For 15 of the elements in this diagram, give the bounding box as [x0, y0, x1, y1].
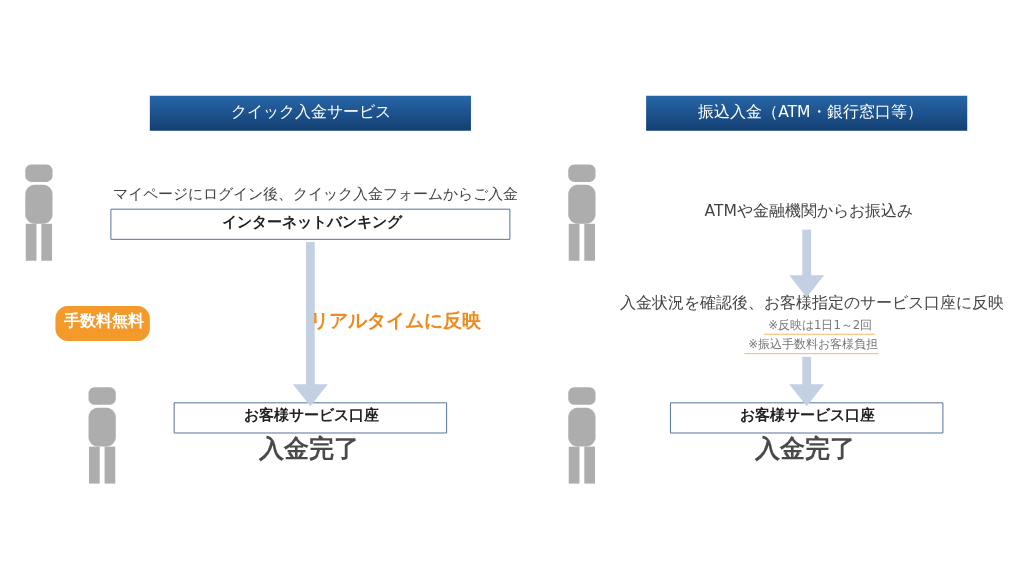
arrow — [789, 229, 825, 297]
node-box: 手数料無料 — [55, 305, 150, 341]
edge-label: リアルタイムに反映 — [310, 308, 482, 332]
node-box: お客様サービス口座 — [669, 401, 944, 433]
node-text: 入金状況を確認後、お客様指定のサービス口座に反映 ※反映は1日1～2回 ※振込手数料お客様負担 — [619, 293, 1004, 351]
node-text: ATMや金融機関からお振込み — [704, 201, 913, 220]
node-box: クイック入金サービス — [149, 95, 471, 131]
node-label: 入金完了 — [755, 433, 856, 463]
arrow — [789, 356, 825, 406]
node-box: インターネットバンキング — [110, 208, 511, 240]
node-label: 入金完了 — [258, 433, 359, 463]
node-box: お客様サービス口座 — [173, 401, 448, 433]
node-box: 振込入金（ATM・銀行窓口等） — [646, 95, 968, 131]
node-label: マイページにログイン後、クイック入金フォームからご入金 — [112, 184, 518, 202]
arrow — [292, 241, 328, 406]
